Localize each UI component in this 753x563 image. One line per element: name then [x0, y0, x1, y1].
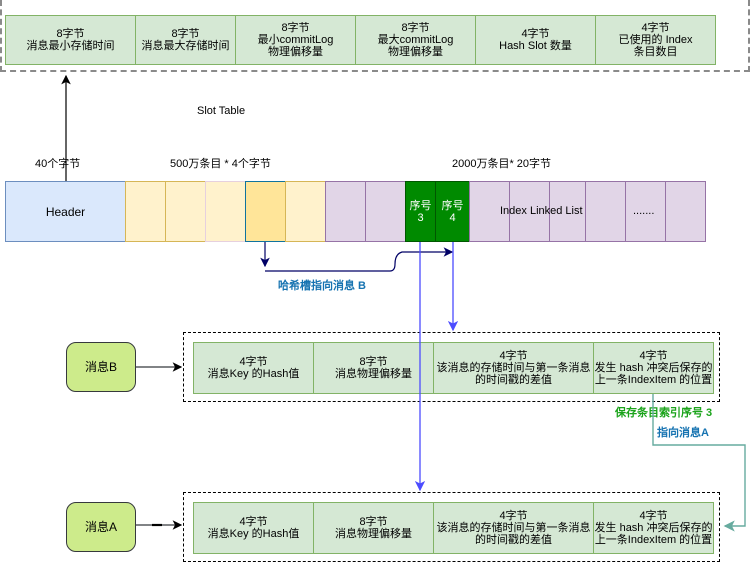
- message-b-label: 消息B: [84, 360, 117, 374]
- index-field-time-diff: 4字节 该消息的存储时间与第一条消息 的时间戳的差值: [433, 502, 594, 554]
- field-size: 8字节: [281, 22, 310, 34]
- index-cell: [665, 181, 706, 242]
- field-desc: 消息最小存储时间: [26, 40, 115, 52]
- save-index-seq-label: 保存条目索引序号 3: [615, 407, 713, 419]
- index-field-time-diff: 4字节 该消息的存储时间与第一条消息 的时间戳的差值: [433, 342, 594, 394]
- index-size-label: 2000万条目* 20字节: [452, 158, 552, 170]
- field-size: 4字节: [499, 350, 528, 362]
- message-a-index-item: [183, 492, 720, 562]
- index-field-key-hash: 4字节 消息Key 的Hash值: [193, 502, 314, 554]
- header-field-min-store-time: 8字节 消息最小存储时间: [5, 15, 136, 65]
- message-b-node: 消息B: [66, 342, 136, 392]
- header-field-hash-slot-count: 4字节 Hash Slot 数量: [475, 15, 596, 65]
- field-desc: 最小commitLog 物理偏移量: [257, 34, 334, 58]
- index-cell: [469, 181, 510, 242]
- index-cell: [509, 181, 550, 242]
- field-desc: 最大commitLog 物理偏移量: [377, 34, 454, 58]
- slot-table-label: Slot Table: [197, 105, 246, 117]
- field-desc: 消息最大存储时间: [141, 40, 230, 52]
- message-a-label: 消息A: [84, 520, 117, 534]
- prev-index-to-message-a-arrow: [652, 394, 746, 532]
- header-detail-container: [0, 0, 750, 72]
- index-cell: [625, 181, 666, 242]
- field-desc: 该消息的存储时间与第一条消息 的时间戳的差值: [436, 362, 591, 386]
- slot-size-label: 500万条目 * 4个字节: [170, 158, 271, 170]
- seq-number: 3: [417, 211, 424, 224]
- index-field-phy-offset: 8字节 消息物理偏移量: [313, 342, 434, 394]
- index-field-prev-index: 4字节 发生 hash 冲突后保存的 上一条IndexItem 的位置: [593, 342, 714, 394]
- slot-cell: [165, 181, 206, 242]
- field-desc: 已使用的 Index 条目数目: [618, 34, 693, 58]
- field-size: 4字节: [499, 510, 528, 522]
- field-desc: 消息Key 的Hash值: [207, 368, 300, 380]
- point-to-msg-a-label: 指向消息A: [657, 427, 709, 439]
- index-field-key-hash: 4字节 消息Key 的Hash值: [193, 342, 314, 394]
- index-field-phy-offset: 8字节 消息物理偏移量: [313, 502, 434, 554]
- header-block-label: Header: [45, 204, 86, 219]
- index-ellipsis: .......: [633, 205, 655, 217]
- seq-label: 序号: [441, 199, 464, 212]
- header-block: Header: [5, 181, 126, 242]
- field-size: 4字节: [239, 516, 268, 528]
- slot-cell: [205, 181, 246, 242]
- header-size-label: 40个字节: [35, 158, 81, 170]
- field-size: 4字节: [641, 22, 670, 34]
- slot-cell-highlighted: [245, 181, 286, 242]
- index-cell: [549, 181, 586, 242]
- field-size: 4字节: [521, 28, 550, 40]
- hash-slot-pointer-label: 哈希槽指向消息 B: [278, 280, 366, 292]
- field-desc: 该消息的存储时间与第一条消息 的时间戳的差值: [436, 522, 591, 546]
- index-entry-seq-4: 序号 4: [435, 181, 470, 242]
- header-field-max-commitlog-offset: 8字节 最大commitLog 物理偏移量: [355, 15, 476, 65]
- header-field-used-index-count: 4字节 已使用的 Index 条目数目: [595, 15, 716, 65]
- seq-label: 序号: [409, 199, 432, 212]
- index-linked-list-label: Index Linked List: [500, 205, 583, 217]
- field-desc: 消息物理偏移量: [335, 368, 412, 380]
- field-size: 8字节: [359, 356, 388, 368]
- field-size: 4字节: [239, 356, 268, 368]
- field-size: 4字节: [639, 350, 668, 362]
- field-size: 8字节: [359, 516, 388, 528]
- field-size: 8字节: [171, 28, 200, 40]
- field-desc: 消息物理偏移量: [335, 528, 412, 540]
- header-field-max-store-time: 8字节 消息最大存储时间: [135, 15, 236, 65]
- hash-slot-route: [265, 247, 454, 272]
- field-size: 8字节: [56, 28, 85, 40]
- header-field-min-commitlog-offset: 8字节 最小commitLog 物理偏移量: [235, 15, 356, 65]
- message-b-index-item: [183, 332, 720, 402]
- field-desc: 消息Key 的Hash值: [207, 528, 300, 540]
- field-desc: 发生 hash 冲突后保存的 上一条IndexItem 的位置: [594, 362, 713, 386]
- field-size: 4字节: [639, 510, 668, 522]
- seq-number: 4: [449, 211, 456, 224]
- message-a-node: 消息A: [66, 502, 136, 552]
- index-entry-seq-3: 序号 3: [405, 181, 436, 242]
- field-size: 8字节: [401, 22, 430, 34]
- index-field-prev-index: 4字节 发生 hash 冲突后保存的 上一条IndexItem 的位置: [593, 502, 714, 554]
- field-desc: Hash Slot 数量: [499, 40, 572, 52]
- field-desc: 发生 hash 冲突后保存的 上一条IndexItem 的位置: [594, 522, 713, 546]
